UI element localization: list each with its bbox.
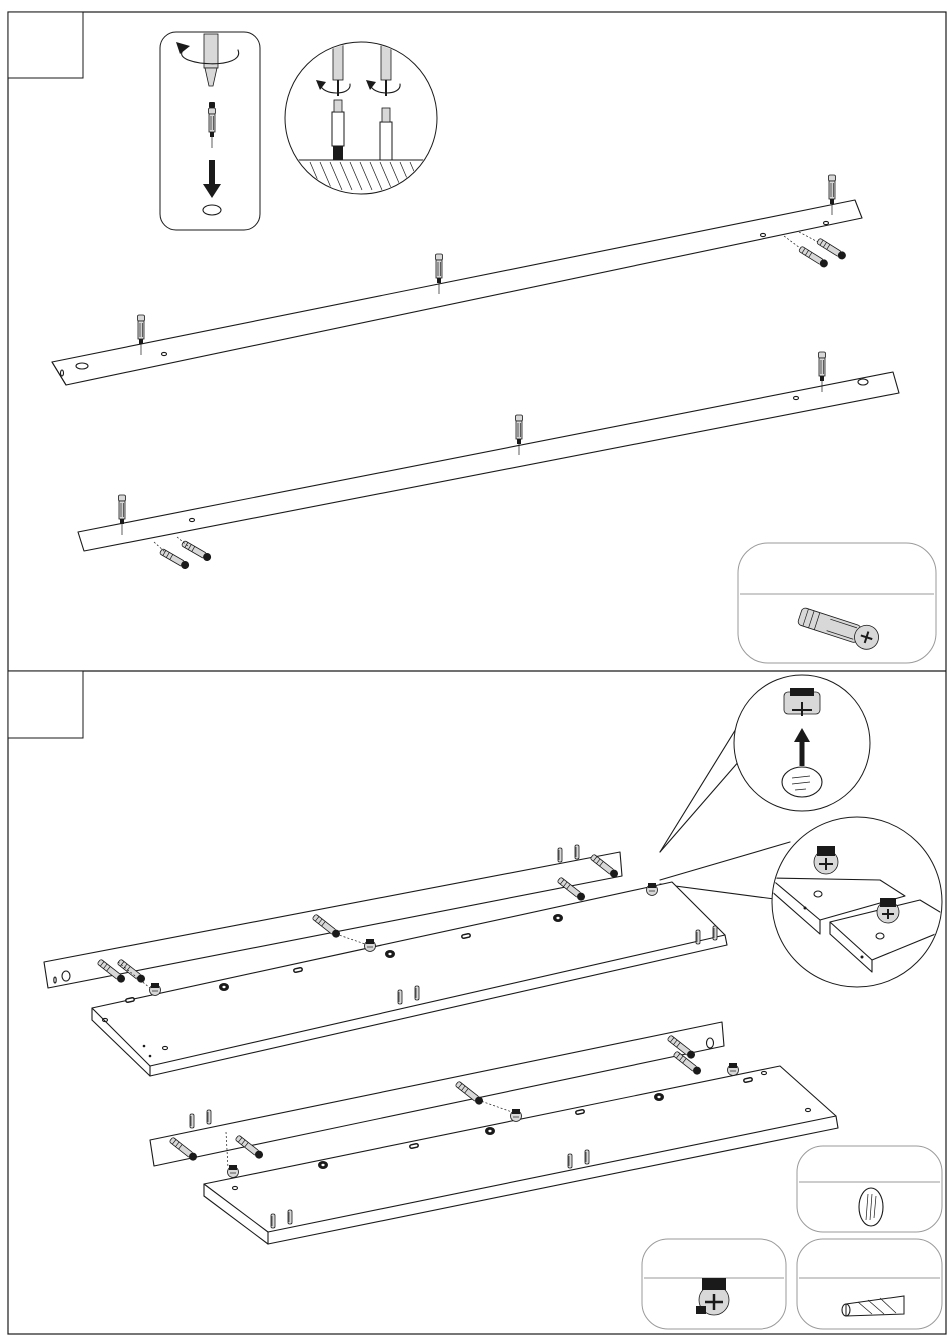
part-card-connecting-bolt	[738, 543, 936, 663]
part-card-cam-lock	[642, 1239, 786, 1329]
step-number-box-2	[8, 671, 83, 738]
step-number-box-1	[8, 12, 83, 78]
part-card-washer	[797, 1146, 942, 1232]
screwdriver-insert-inset	[160, 32, 260, 230]
part-card-wooden-dowel	[797, 1239, 942, 1329]
